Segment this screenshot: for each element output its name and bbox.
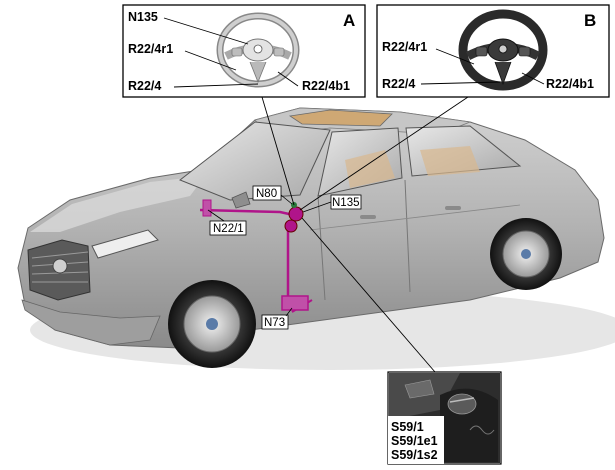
panel-b-letter: B	[584, 11, 596, 30]
seat-switch-inset: S59/1 S59/1e1 S59/1s2	[387, 371, 502, 465]
panel-b-leaders	[420, 48, 545, 85]
seat-switch-illustration	[389, 373, 500, 463]
label-n22-1: N22/1	[213, 223, 244, 235]
panel-a-leaders	[163, 17, 299, 88]
panel-a: A N135 R22/4r1 R22/4 R22/4b1	[122, 4, 366, 98]
label-n135-car: N135	[332, 197, 360, 209]
windscreen	[179, 121, 331, 201]
car-callouts: N80 N135 N22/1 N73	[207, 96, 469, 373]
rear-wheel	[490, 218, 562, 290]
label-s59-1: S59/1	[391, 420, 424, 434]
label-r22-4r1-b: R22/4r1	[382, 40, 427, 54]
panel-pointer-lines	[261, 96, 469, 373]
label-n73: N73	[264, 317, 285, 329]
label-n135-a: N135	[128, 10, 158, 24]
front-wheel	[168, 280, 256, 368]
panel-b: B R22/4r1 R22/4 R22/4b1	[376, 4, 610, 98]
headlight	[91, 229, 159, 259]
steering-wheel-b-illustration	[458, 9, 548, 91]
label-s59-1s2: S59/1s2	[391, 448, 438, 462]
panel-a-letter: A	[343, 11, 355, 30]
label-r22-4r1-a: R22/4r1	[128, 42, 173, 56]
label-r22-4b1-a: R22/4b1	[302, 79, 350, 93]
label-r22-4-a: R22/4	[128, 79, 161, 93]
label-r22-4-b: R22/4	[382, 77, 415, 91]
star-emblem	[52, 258, 68, 274]
highlighted-components	[199, 199, 313, 313]
label-n80: N80	[256, 188, 277, 200]
label-r22-4b1-b: R22/4b1	[546, 77, 594, 91]
label-s59-1e1: S59/1e1	[391, 434, 438, 448]
car-illustration	[17, 107, 615, 370]
steering-wheel-a-illustration	[216, 12, 300, 88]
